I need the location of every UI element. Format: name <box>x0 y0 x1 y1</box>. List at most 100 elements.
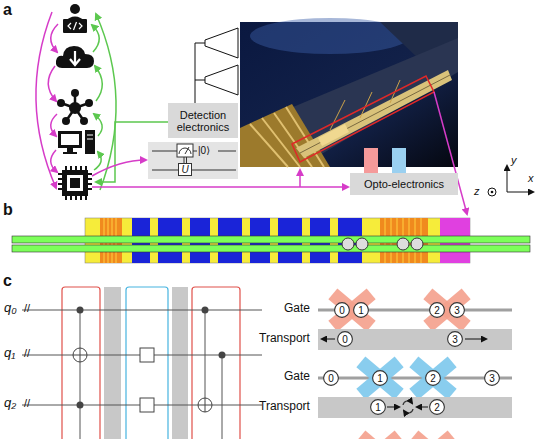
axis-label: y <box>511 154 517 167</box>
move-arrow <box>417 407 428 408</box>
laser-beam <box>364 148 378 173</box>
bundle-mark: // <box>24 347 30 360</box>
ion-circle: 1 <box>353 302 369 318</box>
ion-circle: 2 <box>425 370 441 386</box>
control-arrow <box>51 114 57 136</box>
row-label: Transport <box>259 400 310 414</box>
red-beam <box>409 431 456 439</box>
tower-icon <box>85 130 95 154</box>
highlight-outline <box>292 76 434 162</box>
chip-icon <box>67 175 83 191</box>
axis-arrow <box>507 192 533 193</box>
ion-circle: 0 <box>323 370 339 386</box>
ion-circle: 3 <box>447 331 463 347</box>
process-box: Detection electronics <box>168 103 238 138</box>
chip-pins <box>58 166 92 200</box>
feedback-arrow <box>94 152 101 170</box>
circuit-inset: |0⟩ U <box>148 142 238 179</box>
control-dot <box>202 307 209 314</box>
ion-circle: 1 <box>370 399 386 415</box>
move-arrow <box>465 339 486 340</box>
ion <box>342 238 354 250</box>
red-beam <box>356 431 403 439</box>
ion-circle: 0 <box>334 302 350 318</box>
node-text: 2 <box>430 373 436 384</box>
red-beam <box>328 289 375 332</box>
gate-square <box>140 348 154 362</box>
move-arrow <box>322 339 335 340</box>
qubit-label: q₀ <box>4 301 17 316</box>
panel-label: c <box>3 272 12 290</box>
target-symbol <box>73 348 87 362</box>
control-wire <box>92 160 146 176</box>
computer-icon <box>63 152 77 154</box>
bond-pads <box>250 107 324 167</box>
blue-beam <box>409 357 456 400</box>
chip-icon <box>62 170 88 196</box>
user-icon <box>70 4 80 14</box>
circle-outline <box>373 371 388 386</box>
circle-outline <box>430 400 445 415</box>
transport-band <box>318 397 512 418</box>
computer-icon <box>67 148 73 152</box>
target-symbol <box>198 398 212 412</box>
node-text: 2 <box>434 402 440 413</box>
node-text: 0 <box>342 334 348 345</box>
bundle-mark: // <box>24 302 30 315</box>
network-icon <box>69 102 81 114</box>
cloud-icon <box>56 46 94 68</box>
ion <box>356 238 368 250</box>
node-text: |0⟩ <box>198 145 210 157</box>
control-dot <box>77 402 84 409</box>
cnot-wire <box>205 310 222 439</box>
tower-icon <box>87 135 93 139</box>
network-icon <box>71 89 79 97</box>
ion-circle: 3 <box>484 370 500 386</box>
gate-zone <box>318 377 512 380</box>
laser-beam <box>392 148 406 173</box>
cnot-wire <box>80 310 81 439</box>
circle-outline <box>335 303 350 318</box>
feedback-arrow <box>92 25 99 52</box>
swap-symbol <box>404 409 413 413</box>
ion-circle: 1 <box>372 370 388 386</box>
measure-symbol <box>179 147 191 154</box>
circle-outline <box>371 400 386 415</box>
row-label: Gate <box>284 370 310 384</box>
detector-cone <box>205 65 238 95</box>
panel-label: a <box>3 1 12 19</box>
classical-wire <box>184 157 187 163</box>
transport-band <box>318 329 512 350</box>
node-text: 1 <box>358 305 364 316</box>
node-text: 0 <box>328 373 334 384</box>
trap-die <box>318 124 349 146</box>
red-beam <box>328 289 375 332</box>
axis-out <box>488 188 496 196</box>
node-text: 2 <box>434 305 440 316</box>
gate-box: U <box>178 163 192 176</box>
code-glyph <box>68 22 82 30</box>
ion-circle: 0 <box>337 331 353 347</box>
panel-label: b <box>3 201 13 219</box>
ion <box>397 238 409 250</box>
measure-symbol <box>177 144 193 157</box>
axis-out <box>491 191 494 194</box>
node-text: U <box>181 164 188 175</box>
feedback-arrow <box>94 114 102 136</box>
node-text: 3 <box>454 305 460 316</box>
blue-beam <box>409 357 456 400</box>
ion-circle: 2 <box>429 302 445 318</box>
rf-rail <box>12 245 530 252</box>
red-beam <box>423 289 470 332</box>
circle-outline <box>426 371 441 386</box>
circle-outline <box>338 332 353 347</box>
blue-beam <box>356 357 403 400</box>
node-text: 1 <box>375 402 381 413</box>
network-icon <box>57 99 65 107</box>
circle-outline <box>448 332 463 347</box>
rf-rail <box>12 236 530 243</box>
row-label: Transport <box>259 332 310 346</box>
trap-die <box>296 70 452 158</box>
computer-screen <box>61 134 79 145</box>
